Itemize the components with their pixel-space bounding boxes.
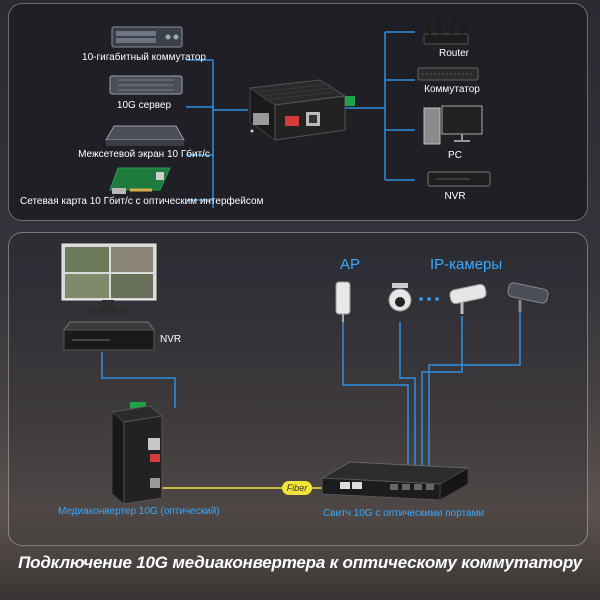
fiber-label: Fiber	[282, 481, 312, 495]
network-card-icon	[109, 167, 171, 194]
monitor-icon	[61, 243, 157, 313]
label-switch: Коммутатор	[424, 84, 480, 95]
pc-icon	[423, 105, 483, 145]
dome-camera-icon	[388, 283, 412, 312]
label-firewall: Межсетевой экран 10 Гбит/с	[78, 149, 210, 160]
label-pc: PC	[448, 150, 462, 161]
label-ip-cameras: IP-камеры	[430, 256, 503, 273]
firewall-icon	[105, 125, 185, 146]
router-icon	[423, 17, 469, 45]
nvr-icon	[427, 171, 491, 187]
optical-switch-icon	[320, 461, 470, 501]
ellipsis-dots-icon	[419, 297, 439, 301]
dark-bullet-camera-icon	[507, 282, 549, 312]
rack-switch-icon	[111, 26, 183, 48]
label-optical-switch: Свитч 10G с оптическими портами	[323, 508, 485, 519]
nvr-recorder-icon	[63, 321, 155, 351]
left-connector-lines	[186, 59, 248, 208]
caption: Подключение 10G медиаконвертера к оптиче…	[18, 553, 582, 572]
label-nvr-top: NVR	[444, 191, 466, 202]
label-ap: AP	[340, 256, 361, 273]
label-network-card: Сетевая карта 10 Гбит/с с оптическим инт…	[20, 196, 264, 207]
label-nvr-bottom: NVR	[160, 334, 182, 345]
right-connector-lines	[345, 31, 415, 181]
server-icon	[109, 75, 183, 95]
access-point-icon	[335, 281, 351, 322]
label-10g-switch: 10-гигабитный коммутатор	[82, 52, 206, 63]
din-converter-icon	[110, 402, 164, 506]
media-converter-icon	[248, 79, 355, 141]
switch-icon	[417, 67, 479, 81]
label-media-converter: Медиаконвертер 10G (оптический)	[58, 506, 220, 517]
label-router: Router	[438, 48, 470, 59]
bottom-connector-lines	[101, 312, 521, 478]
label-10g-server: 10G сервер	[116, 100, 172, 111]
bullet-camera-icon	[449, 283, 487, 314]
